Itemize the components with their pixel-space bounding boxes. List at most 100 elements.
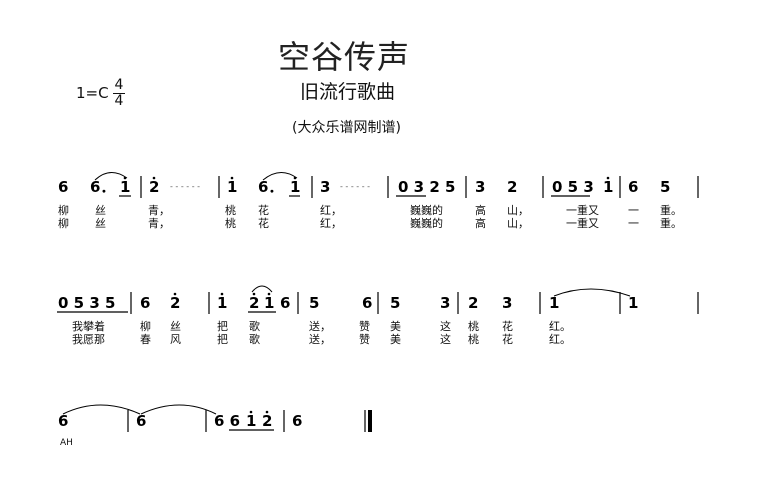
note: 1: [603, 178, 613, 196]
lyric: 红，: [320, 204, 342, 217]
lyric: 花: [502, 320, 513, 333]
lyric: 红，: [320, 217, 342, 230]
time-signature: 4 4: [113, 78, 125, 109]
lyric: 歌: [249, 332, 260, 346]
tie: [140, 404, 217, 415]
lyric: 高: [475, 216, 486, 230]
octave-dot: [252, 292, 256, 296]
octave-dot: [152, 176, 156, 180]
footer-mark: AH: [60, 438, 73, 448]
note: 0 5 3: [552, 178, 594, 196]
note: 1: [290, 178, 300, 196]
lyric: 柳: [140, 319, 151, 333]
lyric: 风: [170, 333, 181, 346]
time-signature-numerator: 4: [113, 77, 125, 94]
song-subtitle: 旧流行歌曲: [300, 81, 396, 103]
note: 0 5 3 5: [58, 294, 115, 312]
lyric: 花: [502, 333, 513, 346]
note: 6: [136, 412, 146, 430]
octave-dot: [265, 410, 269, 414]
lyric: 一: [628, 217, 639, 230]
note: 1: [264, 294, 274, 312]
lyric: 送，: [309, 319, 331, 333]
lyric: 赞: [359, 333, 370, 346]
lyric: 春: [140, 333, 151, 346]
time-signature-denominator: 4: [114, 93, 124, 109]
lyric: 花: [258, 204, 269, 217]
note: 0 3 2 5: [398, 178, 455, 196]
note: 6．: [90, 178, 115, 196]
note: 1: [246, 412, 256, 430]
note: 2: [170, 294, 180, 312]
lyric: 丝: [170, 320, 181, 333]
lyric: 柳: [58, 216, 69, 230]
lyric: 丝: [95, 204, 106, 217]
lyric: 歌: [249, 319, 260, 333]
note: 3: [502, 294, 512, 312]
note: 5: [390, 294, 400, 312]
octave-dot: [606, 176, 610, 180]
lyric: 柳: [58, 203, 69, 217]
note: 6: [58, 178, 68, 196]
lyric: 桃: [225, 203, 236, 217]
final-barline-thick: [368, 410, 372, 432]
score-row-3: 6 6 6 6 1 2 6: [58, 404, 372, 432]
lyric: 一: [628, 204, 639, 217]
note: 6: [292, 412, 302, 430]
lyric: 山，: [507, 217, 529, 230]
song-title: 空谷传声: [278, 38, 411, 76]
note: 2: [468, 294, 478, 312]
lyric: 把: [217, 332, 228, 346]
lyric: 美: [390, 333, 401, 346]
lyric: 我愿那: [72, 333, 105, 346]
tie: [62, 404, 141, 415]
lyric: 红。: [549, 333, 571, 346]
lyric: 这: [440, 319, 451, 333]
lyric: 送，: [309, 332, 331, 346]
note: 1: [120, 178, 130, 196]
octave-dot: [220, 292, 224, 296]
slur: [262, 172, 298, 181]
lyric: 赞: [359, 320, 370, 333]
lyric: 红。: [549, 320, 571, 333]
octave-dot: [267, 292, 271, 296]
lyric: 巍巍的: [410, 216, 443, 230]
note: 6．: [258, 178, 283, 196]
lyric: 花: [258, 217, 269, 230]
lyric: 青，: [148, 217, 170, 230]
note: 3: [475, 178, 485, 196]
score-row-2: 0 5 3 5 6 2 1 2 1 6 5 6 5 3 2 3 1 1 我攀着 …: [57, 285, 699, 346]
note: 6: [140, 294, 150, 312]
lyric: 把: [217, 319, 228, 333]
lyric: 一重又: [566, 203, 599, 217]
key-signature: 1=C: [76, 84, 109, 102]
note: 6 6: [214, 412, 240, 430]
slur: [251, 285, 273, 293]
note: 3: [440, 294, 450, 312]
note: 6: [58, 412, 68, 430]
lyric: 重。: [660, 203, 682, 217]
slur: [94, 172, 128, 181]
lyric: 桃: [468, 319, 479, 333]
lyric: 山，: [507, 204, 529, 217]
dash-line: - - - - - -: [170, 182, 200, 191]
note: 6: [362, 294, 372, 312]
lyric: 巍巍的: [410, 203, 443, 217]
score-credit: (大众乐谱网制谱): [292, 120, 401, 136]
note: 1: [227, 178, 237, 196]
note: 6: [628, 178, 638, 196]
lyric: 美: [390, 320, 401, 333]
note: 2: [249, 294, 259, 312]
lyric: 桃: [225, 216, 236, 230]
lyric: 丝: [95, 217, 106, 230]
octave-dot: [230, 176, 234, 180]
octave-dot: [173, 292, 177, 296]
note: 1: [628, 294, 638, 312]
note: 2: [149, 178, 159, 196]
lyric: 我攀着: [72, 319, 105, 333]
note: 6: [280, 294, 290, 312]
lyric: 一重又: [566, 216, 599, 230]
lyric: 高: [475, 203, 486, 217]
note: 2: [507, 178, 517, 196]
